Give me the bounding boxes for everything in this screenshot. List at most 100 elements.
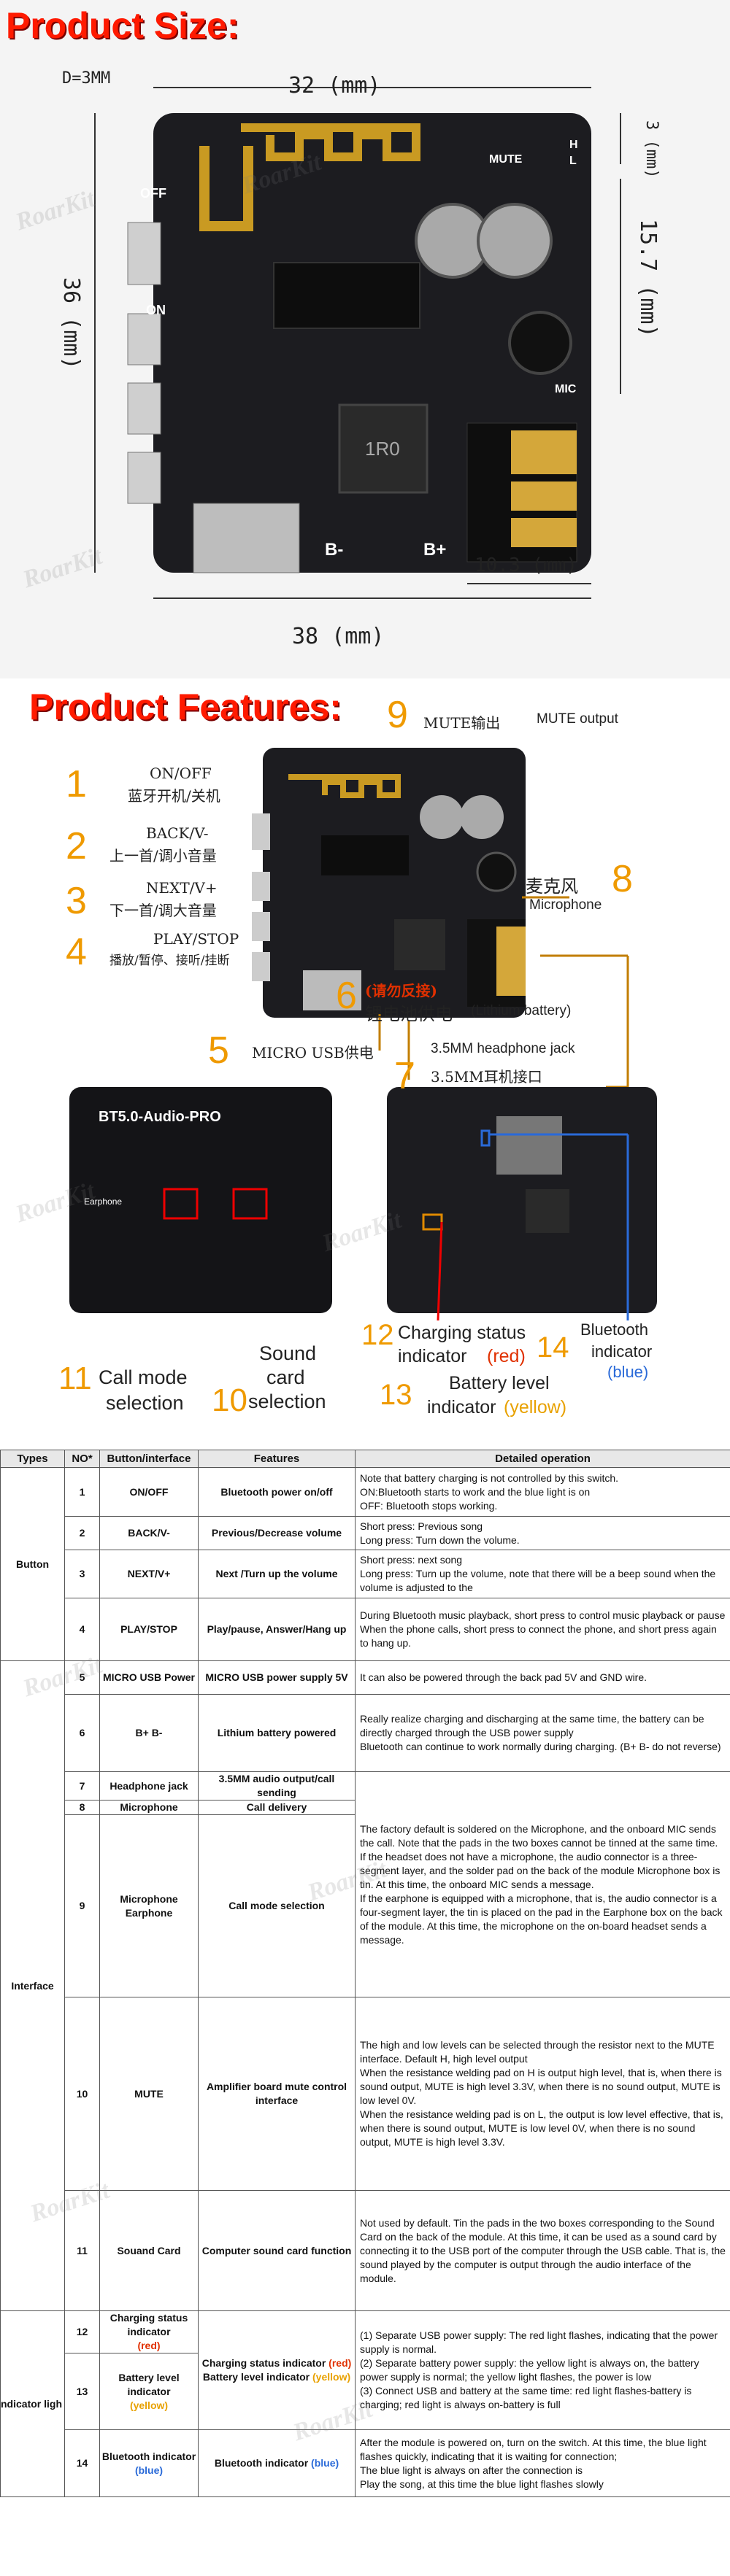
row-detail: The high and low levels can be selected … xyxy=(355,1997,730,2191)
feature-label-warning: (请勿反接) xyxy=(365,982,437,999)
row-feature: Charging status indicator xyxy=(201,2357,326,2369)
label-number-13: 13 xyxy=(380,1379,412,1411)
feature-label-en: Microphone xyxy=(529,897,602,913)
header-detail: Detailed operation xyxy=(355,1450,730,1468)
feature-number: 6 xyxy=(336,975,357,1017)
charging-label-2: indicator xyxy=(398,1346,467,1366)
battery-label: Battery level xyxy=(449,1373,550,1393)
row-name: Souand Card xyxy=(99,2190,199,2311)
header-types: Types xyxy=(0,1450,65,1468)
row-name: MICRO USB Power xyxy=(99,1660,199,1695)
feature-label-en: 3.5MM headphone jack xyxy=(431,1041,575,1056)
width-top-label: 32 (mm) xyxy=(288,73,381,98)
board-front-photo xyxy=(94,87,621,599)
feature-label: NEXT/V+ xyxy=(146,879,218,897)
row-no: 5 xyxy=(64,1660,100,1695)
row-no: 2 xyxy=(64,1516,100,1550)
feature-number: 4 xyxy=(66,931,87,973)
row-detail: Short press: Previous song Long press: T… xyxy=(355,1516,730,1550)
row-detail: Not used by default. Tin the pads in the… xyxy=(355,2190,730,2311)
row-detail: Short press: next song Long press: Turn … xyxy=(355,1550,730,1598)
row-feature: Call mode selection xyxy=(198,1814,356,1997)
table-header-row: Types NO* Button/interface Features Deta… xyxy=(0,1450,730,1468)
feature-label-cn: 下一首/调大音量 xyxy=(110,902,217,919)
battery-label-2: indicator xyxy=(427,1397,496,1417)
header-no: NO* xyxy=(64,1450,100,1468)
silk-mic: MIC xyxy=(555,383,577,395)
table-row: 10 MUTE Amplifier board mute control int… xyxy=(1,1997,730,2191)
row-name: Charging status indicator xyxy=(110,2312,188,2337)
back-board-name: BT5.0-Audio-PRO xyxy=(99,1109,221,1125)
feature-label-cn: 蓝牙开机/关机 xyxy=(128,787,220,805)
product-size-section: Product Size: D=3MM 32 (m xyxy=(0,0,730,678)
label-number-11: 11 xyxy=(58,1361,92,1396)
group-indicator: ndicator ligh xyxy=(0,2310,65,2497)
feature-label-cn: 3.5MM耳机接口 xyxy=(431,1068,542,1086)
battery-label-color: (yellow) xyxy=(504,1397,567,1417)
row-feature: Battery level indicator xyxy=(202,2371,310,2383)
row-no: 1 xyxy=(64,1467,100,1517)
product-features-section: Product Features: 1 ON xyxy=(0,678,730,1448)
table-row: 7 Headphone jack 3.5MM audio output/call… xyxy=(1,1771,730,1997)
feature-label-en: MUTE output xyxy=(537,711,618,727)
label-number-10: 10 xyxy=(212,1382,247,1418)
row-no: 10 xyxy=(64,1997,100,2191)
row-no: 8 xyxy=(64,1800,100,1815)
earphone-silk: Earphone xyxy=(84,1196,123,1207)
row-detail: After the module is powered on, turn on … xyxy=(355,2429,730,2497)
feature-number: 9 xyxy=(387,694,408,736)
feature-label-en: (Lithium battery) xyxy=(471,1003,572,1018)
group-button: Button xyxy=(0,1467,65,1661)
row-detail: Really realize charging and discharging … xyxy=(355,1694,730,1772)
row-detail: It can also be powered through the back … xyxy=(355,1660,730,1695)
feature-label-cn: 麦克风 xyxy=(526,876,578,897)
row-feature-color: (red) xyxy=(328,2357,352,2369)
group-interface: Interface xyxy=(0,1660,65,2311)
table-row: 3 NEXT/V+ Next /Turn up the volume Short… xyxy=(1,1550,730,1598)
right-top-label: 3 (mm) xyxy=(642,120,661,179)
label-number-14: 14 xyxy=(537,1331,569,1364)
row-feature: Bluetooth power on/off xyxy=(198,1467,356,1517)
sound-card-label-2: card xyxy=(266,1366,305,1388)
bluetooth-label: Bluetooth xyxy=(580,1320,648,1339)
row-feature: Previous/Decrease volume xyxy=(198,1516,356,1550)
charging-label-color: (red) xyxy=(487,1346,526,1366)
row-no: 9 xyxy=(64,1814,100,1997)
thickness-label: D=3MM xyxy=(62,69,111,88)
table-row: 14 Bluetooth indicator(blue) Bluetooth i… xyxy=(1,2429,730,2497)
row-detail: (1) Separate USB power supply: The red l… xyxy=(355,2310,730,2430)
feature-label: BACK/V- xyxy=(146,824,209,842)
call-mode-label: Call mode xyxy=(99,1366,188,1388)
row-name: Microphone Earphone xyxy=(99,1814,199,1997)
table-row: 4 PLAY/STOP Play/pause, Answer/Hang up D… xyxy=(1,1598,730,1661)
bottom-width-label: 38 (mm) xyxy=(292,624,385,649)
row-feature-cell: Bluetooth indicator (blue) xyxy=(198,2429,356,2497)
row-name: Battery level indicator xyxy=(118,2371,180,2397)
row-name-cell: Battery level indicator (yellow) xyxy=(99,2353,199,2430)
silk-h: H xyxy=(569,139,578,151)
feature-number: 1 xyxy=(66,763,87,805)
charging-label: Charging status xyxy=(398,1323,526,1343)
row-name: PLAY/STOP xyxy=(99,1598,199,1661)
row-detail: The factory default is soldered on the M… xyxy=(355,1771,730,1997)
sound-card-label: Sound xyxy=(259,1342,317,1364)
product-features-heading: Product Features: xyxy=(29,686,342,727)
feature-label: PLAY/STOP xyxy=(153,930,239,948)
silk-inductor: 1R0 xyxy=(365,438,400,460)
product-size-heading: Product Size: xyxy=(6,5,239,46)
feature-number: 5 xyxy=(208,1029,229,1072)
row-name-color: (yellow) xyxy=(129,2399,169,2411)
row-feature: Next /Turn up the volume xyxy=(198,1550,356,1598)
bluetooth-label-color: (blue) xyxy=(607,1363,649,1381)
bluetooth-label-2: indicator xyxy=(591,1342,653,1361)
row-name: Headphone jack xyxy=(99,1771,199,1801)
feature-number: 7 xyxy=(394,1055,415,1097)
silk-b-minus: B- xyxy=(325,540,344,560)
sound-card-label-3: selection xyxy=(248,1391,326,1412)
silk-mute: MUTE xyxy=(489,153,523,166)
table-row: 8 Microphone Call delivery xyxy=(1,1800,730,1815)
call-mode-label-2: selection xyxy=(106,1392,184,1414)
feature-label-cn: 播放/暂停、接听/挂断 xyxy=(110,954,230,968)
row-no: 11 xyxy=(64,2190,100,2311)
table-row: 13 Battery level indicator(yellow) xyxy=(1,2353,730,2430)
